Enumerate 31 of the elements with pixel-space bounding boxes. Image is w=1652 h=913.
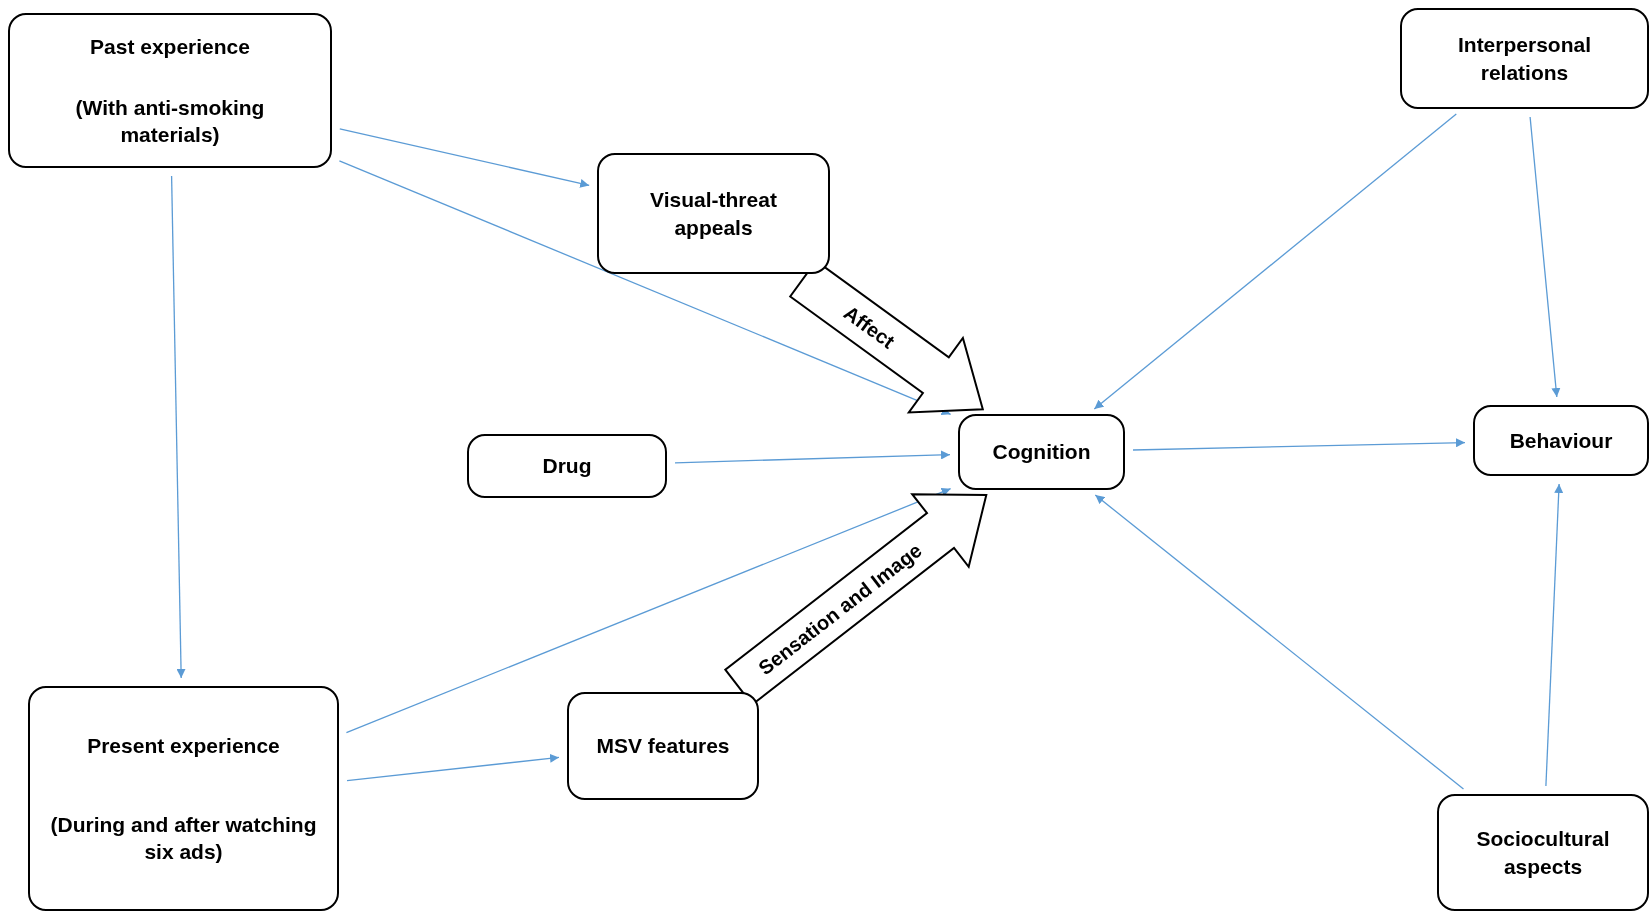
node-text: Visual-threat appeals <box>649 187 778 241</box>
node-text: Sociocultural aspects <box>1475 826 1611 880</box>
arrow <box>1529 116 1561 398</box>
arrow <box>339 128 590 188</box>
node-text: MSV features <box>596 733 730 760</box>
node-text: Behaviour <box>1509 427 1613 454</box>
concept-box <box>28 686 339 911</box>
node-text: Cognition <box>992 439 1091 466</box>
node-text: Interpersonal relations <box>1456 32 1592 86</box>
concept-box <box>1400 8 1649 109</box>
node-text: Past experience <box>90 33 250 60</box>
arrow <box>1545 483 1564 787</box>
arrow <box>1094 494 1465 790</box>
concept-box <box>1473 405 1649 476</box>
arrow <box>170 175 186 679</box>
arrow <box>346 753 560 782</box>
node-text: Present experience <box>87 732 280 759</box>
arrow <box>338 160 952 415</box>
arrow <box>1093 113 1457 410</box>
arrow <box>674 450 951 464</box>
arrow <box>345 487 952 734</box>
node-text: Drug <box>542 453 592 480</box>
concept-box <box>8 13 332 168</box>
concept-box <box>567 692 759 800</box>
concept-box <box>597 153 830 274</box>
concept-box <box>958 414 1125 490</box>
node-text: (During and after watching six ads) <box>49 811 318 866</box>
arrow <box>1132 438 1466 451</box>
concept-box <box>1437 794 1649 911</box>
node-text: (With anti-smoking materials) <box>74 94 266 149</box>
concept-box <box>467 434 667 498</box>
